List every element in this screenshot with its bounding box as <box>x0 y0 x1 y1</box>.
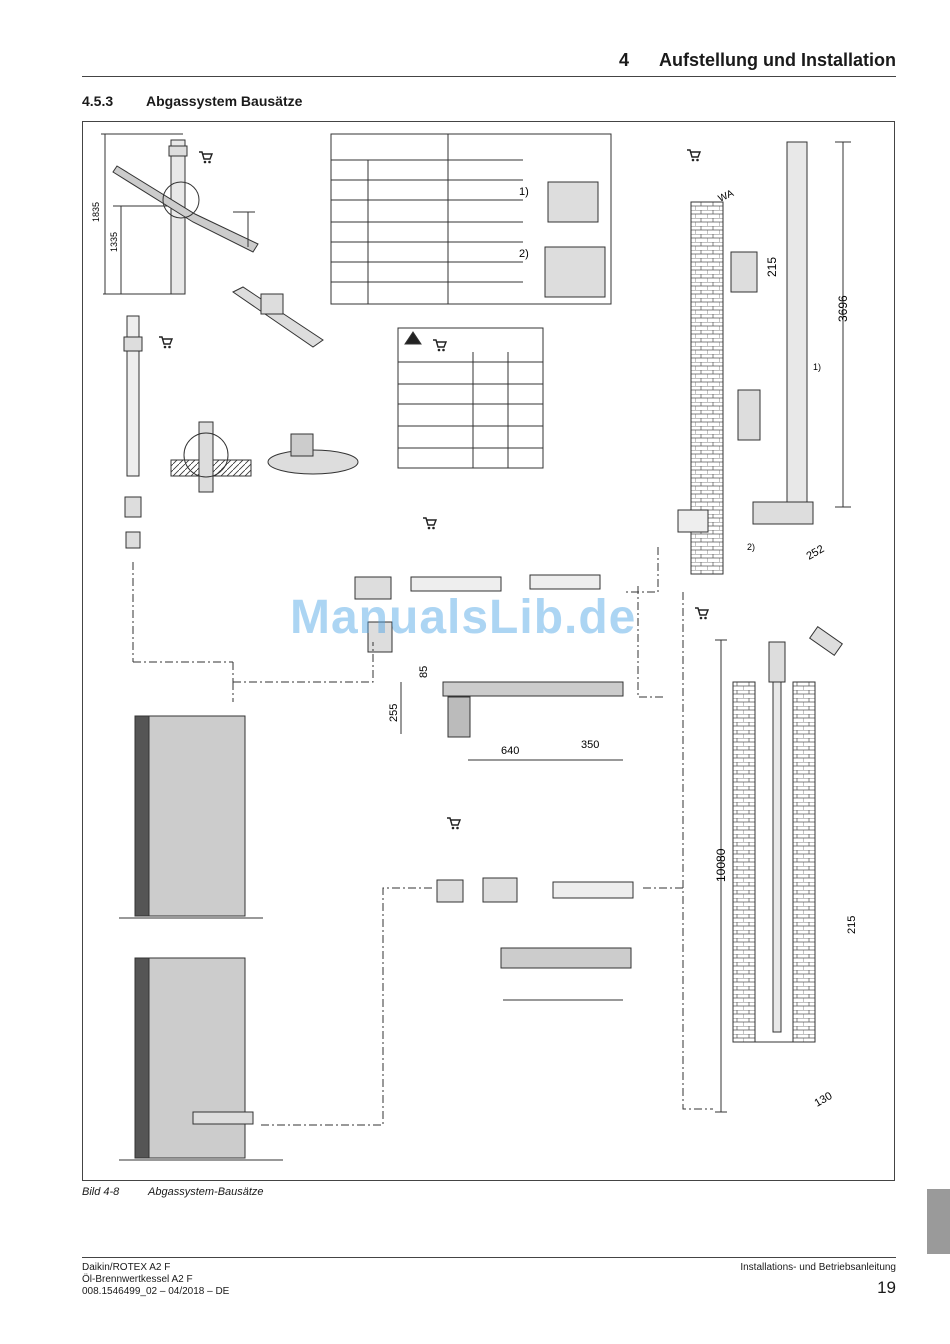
dim-640: 640 <box>501 745 519 757</box>
dim-1335: 1335 <box>109 232 119 252</box>
footer-doc-title: Installations- und Betriebsanleitung <box>740 1262 896 1273</box>
dim-130: 130 <box>813 1090 835 1110</box>
wa-label: WA <box>717 188 736 205</box>
horizontal-pipe-kit-2 <box>437 878 633 1000</box>
footer-model: Öl-Brennwertkessel A2 F <box>82 1274 229 1286</box>
note-2b: 2) <box>747 542 755 552</box>
dim-255: 255 <box>388 704 400 722</box>
footer-docnumber: 008.1546499_02 – 04/2018 – DE <box>82 1286 229 1298</box>
footer-left: Daikin/ROTEX A2 F Öl-Brennwertkessel A2 … <box>82 1262 229 1298</box>
caption-text: Abgassystem-Bausätze <box>148 1186 264 1198</box>
note-2: 2) <box>519 248 529 260</box>
section-title: Abgassystem Bausätze <box>146 93 302 109</box>
dim-3696: 3696 <box>836 295 850 322</box>
vertical-pipe-kit <box>124 316 233 682</box>
dim-1835: 1835 <box>91 202 101 222</box>
dim-252: 252 <box>805 543 827 563</box>
footer-product: Daikin/ROTEX A2 F <box>82 1262 229 1274</box>
dim-10080: 10080 <box>714 848 728 882</box>
chapter-tab <box>927 1189 950 1254</box>
chapter-number: 4 <box>619 50 629 70</box>
note-1b: 1) <box>813 362 821 372</box>
figure-drawing: 1) 2) 3696 215 WA 1) 2) 252 85 255 640 3… <box>83 122 896 1182</box>
shaft-chimney-diagram <box>715 627 842 1112</box>
dim-85: 85 <box>418 666 430 678</box>
chapter-heading: 4 Aufstellung und Installation <box>619 50 896 71</box>
dim-215-lower: 215 <box>846 916 858 934</box>
watermark: ManualsLib.de <box>290 590 636 645</box>
section-number: 4.5.3 <box>82 93 146 109</box>
note-1: 1) <box>519 186 529 198</box>
page-number: 19 <box>877 1278 896 1298</box>
parts-table-lower <box>398 328 543 468</box>
dim-350: 350 <box>581 739 599 751</box>
footer-rule <box>82 1257 896 1258</box>
parts-table-upper <box>331 134 611 304</box>
dim-215-upper: 215 <box>765 257 779 277</box>
chapter-title: Aufstellung und Installation <box>659 50 896 70</box>
boiler-unit <box>119 716 283 1160</box>
flat-roof-diagram <box>171 422 358 492</box>
wall-chimney-diagram <box>678 142 851 574</box>
roof-installation-diagram <box>101 134 323 347</box>
caption-number: Bild 4-8 <box>82 1186 148 1198</box>
header-rule <box>82 76 896 77</box>
warning-icon <box>405 332 421 344</box>
figure-frame: 1) 2) 3696 215 WA 1) 2) 252 85 255 640 3… <box>82 121 895 1181</box>
